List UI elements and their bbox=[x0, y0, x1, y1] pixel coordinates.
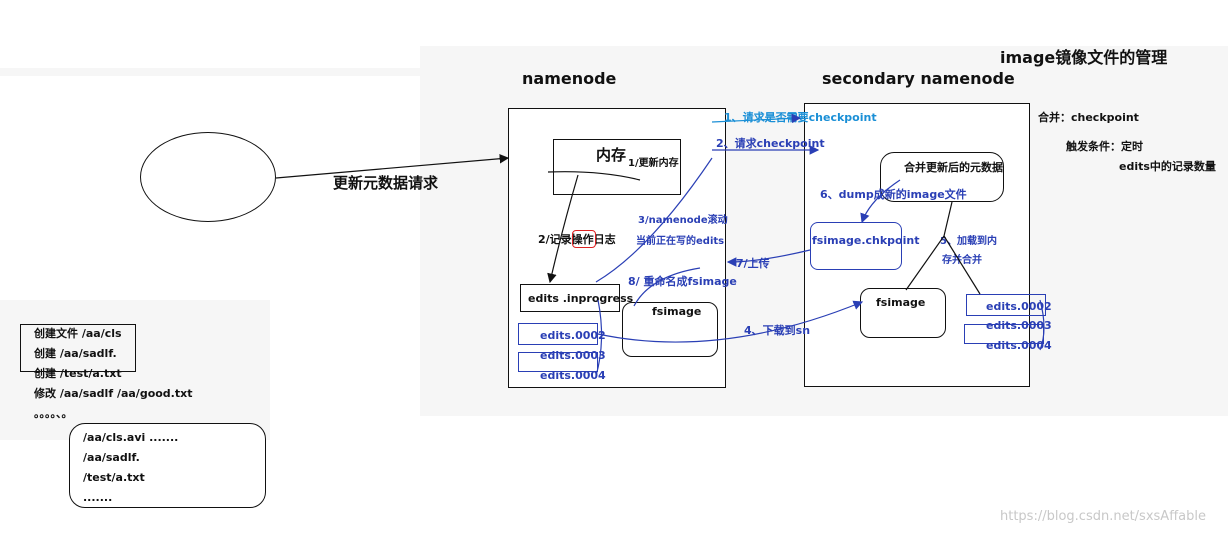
secondary-edits-item: edits.0003 bbox=[986, 319, 1052, 332]
secondary-fsimage-box bbox=[860, 288, 946, 338]
namenode-label: namenode bbox=[522, 69, 617, 88]
secondary-edits-brace bbox=[1039, 299, 1045, 351]
request-arrow bbox=[275, 153, 510, 179]
namenode-edits-item: edits.0002 bbox=[540, 329, 606, 342]
secondary-fsimage-label: fsimage bbox=[876, 296, 926, 309]
log-line: 创建文件 /aa/cls bbox=[34, 327, 122, 340]
load-arrow bbox=[905, 201, 953, 291]
step-roll-edits: 3/namenode滚动 bbox=[638, 215, 728, 226]
request-label: 更新元数据请求 bbox=[333, 174, 439, 192]
roll-edits-arrow bbox=[595, 157, 713, 283]
client-ellipse bbox=[140, 132, 276, 222]
edits-brace bbox=[595, 299, 603, 377]
fs-line: /aa/sadlf. bbox=[83, 451, 140, 464]
chkpoint-box bbox=[810, 222, 902, 270]
record-log-arrow bbox=[547, 174, 579, 284]
secondary-edits-item: edits.0002 bbox=[986, 300, 1052, 313]
step-update-memory: 1/更新内存 bbox=[628, 158, 679, 169]
namenode-fsimage-label: fsimage bbox=[652, 305, 702, 318]
step-record-log: 2/记录操作日志 bbox=[538, 233, 616, 246]
upload-arrow bbox=[726, 249, 811, 267]
log-box bbox=[20, 324, 136, 372]
namenode-fsimage-box bbox=[622, 302, 718, 357]
namenode-edits-item: edits.0004 bbox=[540, 369, 606, 382]
step-dump: 6、dump成新的image文件 bbox=[820, 188, 967, 201]
update-memory-arrow bbox=[547, 171, 641, 181]
log-line: 创建 /aa/sadlf. bbox=[34, 347, 117, 360]
namenode-edits-box bbox=[518, 352, 598, 372]
note-trigger: 触发条件：定时 bbox=[1066, 140, 1143, 153]
watermark: https://blog.csdn.net/sxsAffable bbox=[1000, 509, 1206, 524]
step-roll-edits: 当前正在写的edits bbox=[636, 236, 725, 247]
secondary-edits-box bbox=[966, 294, 1046, 316]
merged-metadata-box bbox=[880, 152, 1004, 202]
fs-line: /aa/cls.avi ....... bbox=[83, 431, 179, 444]
record-log-highlight bbox=[572, 230, 596, 248]
page-title: image镜像文件的管理 bbox=[1000, 48, 1168, 67]
fs-line: ....... bbox=[83, 491, 113, 504]
chkpoint-label: fsimage.chkpoint bbox=[812, 234, 920, 247]
step-load: 5、加载到内 bbox=[940, 236, 997, 247]
step-download: 4、下载到sn bbox=[744, 324, 811, 337]
log-line: 。。。。、。 bbox=[34, 407, 73, 420]
namenode-edits-item: edits.0003 bbox=[540, 349, 606, 362]
fs-line: /test/a.txt bbox=[83, 471, 145, 484]
step-load: 存并合并 bbox=[942, 255, 982, 266]
note-merge: 合并：checkpoint bbox=[1038, 111, 1139, 124]
fs-tree-box bbox=[69, 423, 266, 508]
edits-inprogress-label: edits .inprogress bbox=[528, 292, 634, 305]
edits-inprogress-box bbox=[520, 284, 620, 312]
note-edits-count: edits中的记录数量 bbox=[1119, 160, 1216, 173]
ask-checkpoint-arrow bbox=[711, 113, 802, 124]
dump-arrow bbox=[860, 179, 901, 224]
log-line: 创建 /test/a.txt bbox=[34, 367, 122, 380]
secondary-box bbox=[804, 103, 1030, 387]
memory-label: 内存 bbox=[596, 146, 627, 164]
download-arrow bbox=[597, 300, 864, 343]
rename-arrow bbox=[633, 267, 701, 307]
secondary-edits-item: edits.0004 bbox=[986, 339, 1052, 352]
load-arrow bbox=[943, 235, 981, 295]
secondary-label: secondary namenode bbox=[822, 69, 1015, 88]
namenode-edits-box bbox=[518, 323, 598, 345]
log-line: 修改 /aa/sadlf /aa/good.txt bbox=[34, 387, 193, 400]
step-rename: 8/ 重命名成fsimage bbox=[628, 275, 737, 288]
step-upload: 7/上传 bbox=[736, 257, 770, 270]
step-request-checkpoint: 2、请求checkpoint bbox=[716, 137, 825, 150]
merged-metadata-label: 合并更新后的元数据 bbox=[904, 161, 1003, 174]
